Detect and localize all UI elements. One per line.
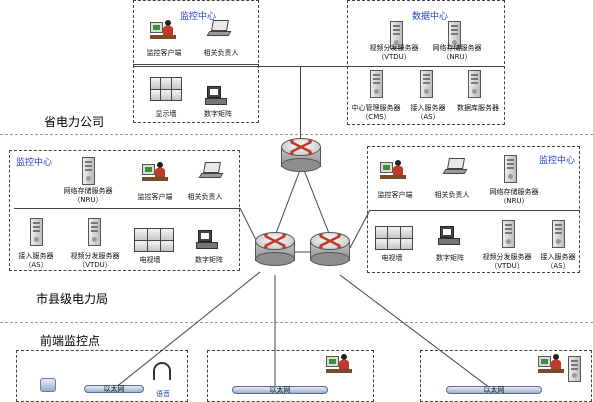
prov-client-workstation-icon[interactable] — [150, 20, 176, 42]
city-right-title: 监控中心 — [539, 156, 576, 166]
prov-display-wall-label: 显示墙 — [155, 110, 177, 118]
city-right-client-label: 监控客户端 — [377, 191, 413, 199]
front-ethernet-bus-1: 以太网 — [84, 385, 144, 393]
city-left-vtdu-server-icon[interactable] — [88, 218, 101, 246]
prov-as-label: 接入服务器 — [410, 104, 446, 112]
prov-nru-server-icon[interactable] — [448, 21, 461, 49]
prov-cms-label: 中心管理服务器 — [351, 104, 401, 112]
prov-monitor-title: 监控中心 — [180, 12, 217, 22]
front-ethernet-bus-2: 以太网 — [232, 386, 328, 394]
front-point-2-workstation-icon[interactable] — [326, 354, 352, 376]
separator-province — [0, 134, 593, 135]
city-left-monitor-box — [9, 150, 240, 271]
city-right-router-icon[interactable] — [310, 232, 350, 266]
core-router-icon[interactable] — [281, 138, 321, 172]
prov-vtdu-code: （VTDU） — [377, 53, 411, 61]
prov-cms-server-icon[interactable] — [370, 70, 383, 98]
backbone-to-router-wire — [300, 66, 301, 142]
city-right-as-server-icon[interactable] — [552, 220, 565, 248]
city-right-responsible-label: 相关负责人 — [434, 191, 470, 199]
city-left-client-label: 监控客户端 — [137, 193, 173, 201]
section-label-frontend: 前端监控点 — [40, 334, 101, 348]
city-right-responsible-laptop-icon[interactable] — [442, 158, 468, 176]
prov-monitor-center-box — [133, 0, 259, 123]
prov-data-title: 数据中心 — [412, 12, 449, 22]
prov-nru-code: （NRU） — [442, 53, 472, 61]
prov-responsible-label: 相关负责人 — [203, 49, 239, 57]
city-left-client-icon[interactable] — [142, 162, 168, 184]
front-camera-icon[interactable] — [40, 378, 56, 392]
city-left-as-label: 接入服务器 — [18, 252, 54, 260]
prov-as-code: （AS） — [416, 113, 440, 121]
front-voice-label: 语音 — [156, 390, 170, 398]
prov-db-server-icon[interactable] — [468, 70, 481, 98]
prov-matrix-icon[interactable] — [205, 86, 227, 106]
city-left-responsible-label: 相关负责人 — [187, 193, 223, 201]
city-right-matrix-icon[interactable] — [438, 226, 460, 246]
city-right-tv-wall-icon[interactable] — [375, 226, 413, 250]
city-right-vtdu-code: （VTDU） — [490, 262, 524, 270]
prov-vtdu-label: 视频分发服务器 — [369, 44, 419, 52]
city-right-tv-wall-label: 电视墙 — [381, 254, 403, 262]
city-right-nru-code: （NRU） — [499, 197, 529, 205]
section-label-city: 市县级电力局 — [36, 292, 109, 306]
city-left-bus-wire — [14, 208, 240, 209]
city-left-as-code: （AS） — [24, 261, 48, 269]
prov-monitor-divider — [133, 64, 259, 65]
city-right-nru-server-icon[interactable] — [504, 155, 517, 183]
city-right-vtdu-server-icon[interactable] — [502, 220, 515, 248]
prov-db-label: 数据库服务器 — [457, 104, 499, 112]
city-right-vtdu-label: 视频分发服务器 — [482, 253, 532, 261]
prov-data-center-box — [347, 0, 505, 125]
city-left-tv-wall-icon[interactable] — [134, 228, 174, 252]
city-left-vtdu-code: （VTDU） — [78, 261, 112, 269]
city-right-as-code: （AS） — [546, 262, 570, 270]
prov-client-label: 监控客户端 — [146, 49, 182, 57]
front-point-3-workstation-icon[interactable] — [538, 354, 564, 376]
city-left-nru-label: 网络存储服务器 — [63, 187, 113, 195]
city-right-bus-wire — [370, 210, 580, 211]
front-point-3-box — [420, 350, 592, 402]
city-left-title: 监控中心 — [16, 158, 53, 168]
city-left-responsible-laptop-icon[interactable] — [198, 162, 224, 180]
prov-matrix-label: 数字矩阵 — [204, 110, 232, 118]
prov-display-wall-icon[interactable] — [150, 77, 182, 101]
city-left-tv-wall-label: 电视墙 — [139, 256, 161, 264]
front-ethernet-bus-3: 以太网 — [446, 386, 542, 394]
city-left-nru-code: （NRU） — [73, 196, 103, 204]
city-left-as-server-icon[interactable] — [30, 218, 43, 246]
city-right-matrix-label: 数字矩阵 — [436, 254, 464, 262]
backbone-wire — [133, 66, 505, 67]
front-point-3-server-icon[interactable] — [568, 356, 581, 382]
prov-responsible-laptop-icon[interactable] — [206, 20, 232, 38]
city-left-vtdu-label: 视频分发服务器 — [70, 252, 120, 260]
city-left-router-icon[interactable] — [255, 232, 295, 266]
city-right-monitor-box — [367, 146, 580, 273]
prov-cms-code: （CMS） — [361, 113, 391, 121]
section-label-province: 省电力公司 — [44, 115, 105, 129]
separator-city — [0, 322, 593, 323]
prov-as-server-icon[interactable] — [420, 70, 433, 98]
city-right-as-label: 接入服务器 — [540, 253, 576, 261]
city-left-matrix-label: 数字矩阵 — [195, 256, 223, 264]
city-left-matrix-icon[interactable] — [196, 230, 218, 250]
prov-vtdu-server-icon[interactable] — [390, 21, 403, 49]
city-right-nru-label: 网络存储服务器 — [489, 188, 539, 196]
front-headset-icon[interactable] — [153, 362, 171, 380]
city-left-nru-server-icon[interactable] — [82, 157, 95, 185]
prov-nru-label: 网络存储服务器 — [432, 44, 482, 52]
city-right-client-icon[interactable] — [380, 160, 406, 182]
